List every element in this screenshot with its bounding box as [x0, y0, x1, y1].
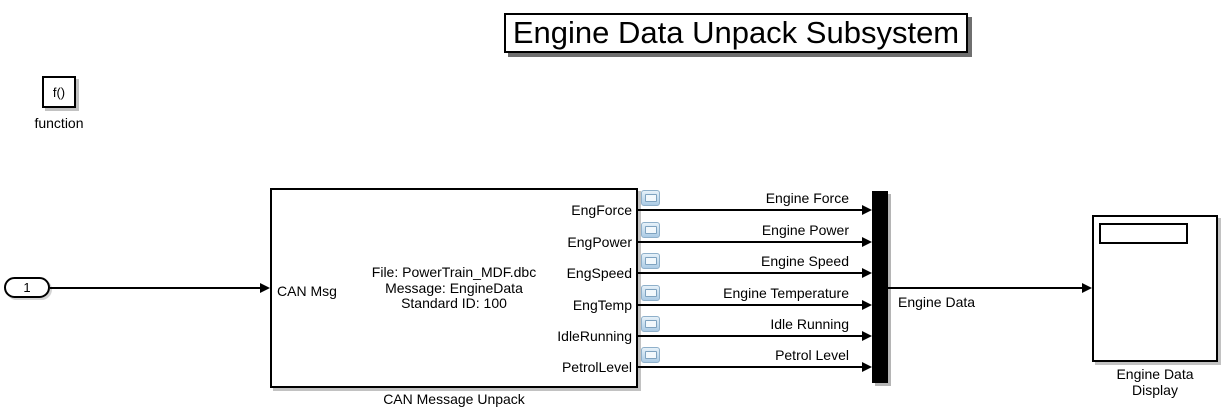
- signal-logging-badge-icon: [641, 190, 660, 206]
- diagram-title-annotation[interactable]: Engine Data Unpack Subsystem: [504, 13, 968, 53]
- display-name-line2: Display: [1132, 382, 1178, 398]
- signal-name-petrol-level[interactable]: Petrol Level: [775, 347, 849, 363]
- arrowhead: [862, 205, 872, 215]
- output-port-label-engtemp: EngTemp: [572, 297, 632, 313]
- output-port-label-engspeed: EngSpeed: [566, 265, 632, 281]
- signal-name-engine-speed[interactable]: Engine Speed: [761, 253, 849, 269]
- signal-name-engine-data[interactable]: Engine Data: [898, 294, 976, 310]
- signal-logging-badge-icon: [641, 285, 660, 301]
- signal-logging-badge-icon: [641, 316, 660, 332]
- output-port-label-engpower: EngPower: [567, 234, 632, 250]
- diagram-title-text: Engine Data Unpack Subsystem: [512, 15, 960, 50]
- mux-block[interactable]: [872, 191, 888, 383]
- can-block-id-line: Standard ID: 100: [401, 295, 507, 311]
- output-port-label-engforce: EngForce: [571, 202, 632, 218]
- output-port-label-idlerunning: IdleRunning: [557, 328, 632, 344]
- signal-name-engine-force[interactable]: Engine Force: [765, 190, 849, 206]
- display-name-line1: Engine Data: [1116, 366, 1194, 382]
- badge-inner-icon: [644, 320, 657, 328]
- engine-data-display-block[interactable]: [1092, 215, 1218, 362]
- display-block-name-label: Engine Data Display: [1092, 366, 1218, 398]
- wire-petrollevel-to-mux[interactable]: [638, 366, 863, 368]
- arrowhead: [862, 362, 872, 372]
- can-message-unpack-block[interactable]: [270, 188, 638, 388]
- wire-engpower-to-mux[interactable]: [638, 241, 863, 243]
- wire-engspeed-to-mux[interactable]: [638, 272, 863, 274]
- signal-name-engine-power[interactable]: Engine Power: [761, 222, 849, 238]
- can-block-message-line: Message: EngineData: [385, 279, 523, 296]
- arrowhead: [862, 300, 872, 310]
- badge-inner-icon: [644, 257, 657, 265]
- badge-inner-icon: [644, 351, 657, 359]
- output-port-label-petrollevel: PetrolLevel: [561, 359, 632, 375]
- inport-number: 1: [23, 280, 31, 295]
- display-readout-box: [1099, 223, 1188, 244]
- wire-engforce-to-mux[interactable]: [638, 209, 863, 211]
- arrowhead: [862, 237, 872, 247]
- arrowhead: [1082, 283, 1092, 293]
- arrowhead: [862, 331, 872, 341]
- can-block-parameters-text: File: PowerTrain_MDF.dbc Message: Engine…: [270, 264, 638, 312]
- signal-name-engine-temperature[interactable]: Engine Temperature: [723, 285, 849, 301]
- can-block-file-line: File: PowerTrain_MDF.dbc: [371, 264, 537, 280]
- function-trigger-icon: f(): [52, 84, 66, 100]
- signal-logging-badge-icon: [641, 347, 660, 363]
- inport-block-1[interactable]: 1: [4, 277, 50, 298]
- arrowhead: [260, 283, 270, 293]
- can-block-name-label: CAN Message Unpack: [383, 391, 525, 407]
- signal-logging-badge-icon: [641, 253, 660, 269]
- wire-idlerunning-to-mux[interactable]: [638, 335, 863, 337]
- badge-inner-icon: [644, 226, 657, 234]
- signal-name-idle-running[interactable]: Idle Running: [770, 316, 849, 332]
- arrowhead: [862, 268, 872, 278]
- can-msg-input-port-label: CAN Msg: [277, 283, 337, 299]
- badge-inner-icon: [644, 289, 657, 297]
- function-block-name-label: function: [34, 115, 84, 131]
- wire-engtemp-to-mux[interactable]: [638, 304, 863, 306]
- badge-inner-icon: [644, 194, 657, 202]
- signal-logging-badge-icon: [641, 222, 660, 238]
- function-trigger-block[interactable]: f(): [42, 76, 76, 108]
- wire-mux-to-display[interactable]: [888, 287, 1083, 289]
- wire-inport-to-can-block[interactable]: [50, 287, 261, 289]
